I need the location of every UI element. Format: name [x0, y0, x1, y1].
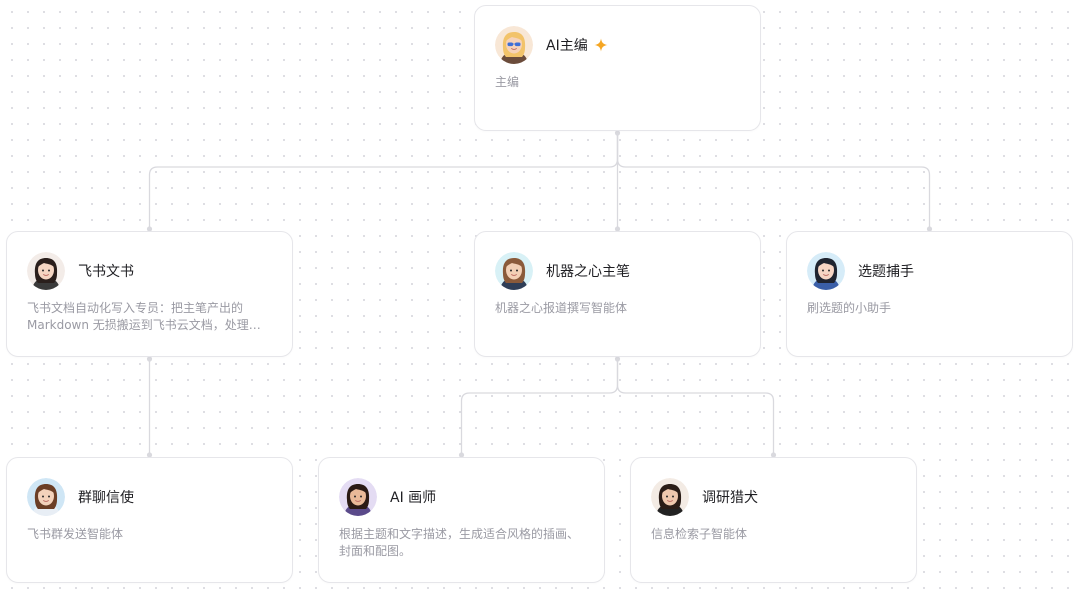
agent-name: 机器之心主笔	[546, 264, 630, 280]
painter-avatar	[339, 478, 377, 516]
agent-description: 根据主题和文字描述，生成适合风格的插画、封面和配图。	[339, 527, 580, 558]
agent-description: 飞书文档自动化写入专员：把主笔产出的 Markdown 无损搬运到飞书云文档，处…	[27, 301, 261, 332]
agent-description: 信息检索子智能体	[651, 527, 748, 541]
agent-card-editor[interactable]: AI主编 主编	[474, 5, 761, 131]
agent-description: 飞书群发送智能体	[27, 527, 124, 541]
agent-name: 飞书文书	[78, 264, 134, 280]
connector-dot	[614, 356, 621, 362]
agent-description: 主编	[495, 75, 520, 89]
connector-editor	[616, 133, 931, 229]
connector-dot	[614, 130, 621, 136]
feishu-doc-avatar	[27, 252, 65, 290]
agent-card-feishu-doc[interactable]: 飞书文书 飞书文档自动化写入专员：把主笔产出的 Markdown 无损搬运到飞书…	[6, 231, 293, 357]
group-msg-avatar	[27, 478, 65, 516]
agent-name: AI主编	[546, 38, 588, 54]
agent-card-writer[interactable]: 机器之心主笔 机器之心报道撰写智能体	[474, 231, 761, 357]
agent-name: 群聊信使	[78, 490, 134, 506]
connector-writer	[460, 359, 619, 455]
agent-description: 机器之心报道撰写智能体	[495, 301, 628, 315]
research-avatar	[651, 478, 689, 516]
agent-card-group-msg[interactable]: 群聊信使 飞书群发送智能体	[6, 457, 293, 583]
connector-editor	[148, 133, 619, 229]
agent-card-topic[interactable]: 选题捕手 刷选题的小助手	[786, 231, 1073, 357]
connector-dot	[146, 356, 153, 362]
sparkle-icon	[594, 38, 608, 52]
agent-card-research[interactable]: 调研猎犬 信息检索子智能体	[630, 457, 917, 583]
topic-avatar	[807, 252, 845, 290]
connector-writer	[616, 359, 775, 455]
agent-name: 选题捕手	[858, 264, 914, 280]
agent-name: AI 画师	[390, 490, 437, 506]
writer-avatar	[495, 252, 533, 290]
agent-name: 调研猎犬	[702, 490, 758, 506]
editor-avatar	[495, 26, 533, 64]
agent-card-painter[interactable]: AI 画师 根据主题和文字描述，生成适合风格的插画、封面和配图。	[318, 457, 605, 583]
agent-description: 刷选题的小助手	[807, 301, 892, 315]
